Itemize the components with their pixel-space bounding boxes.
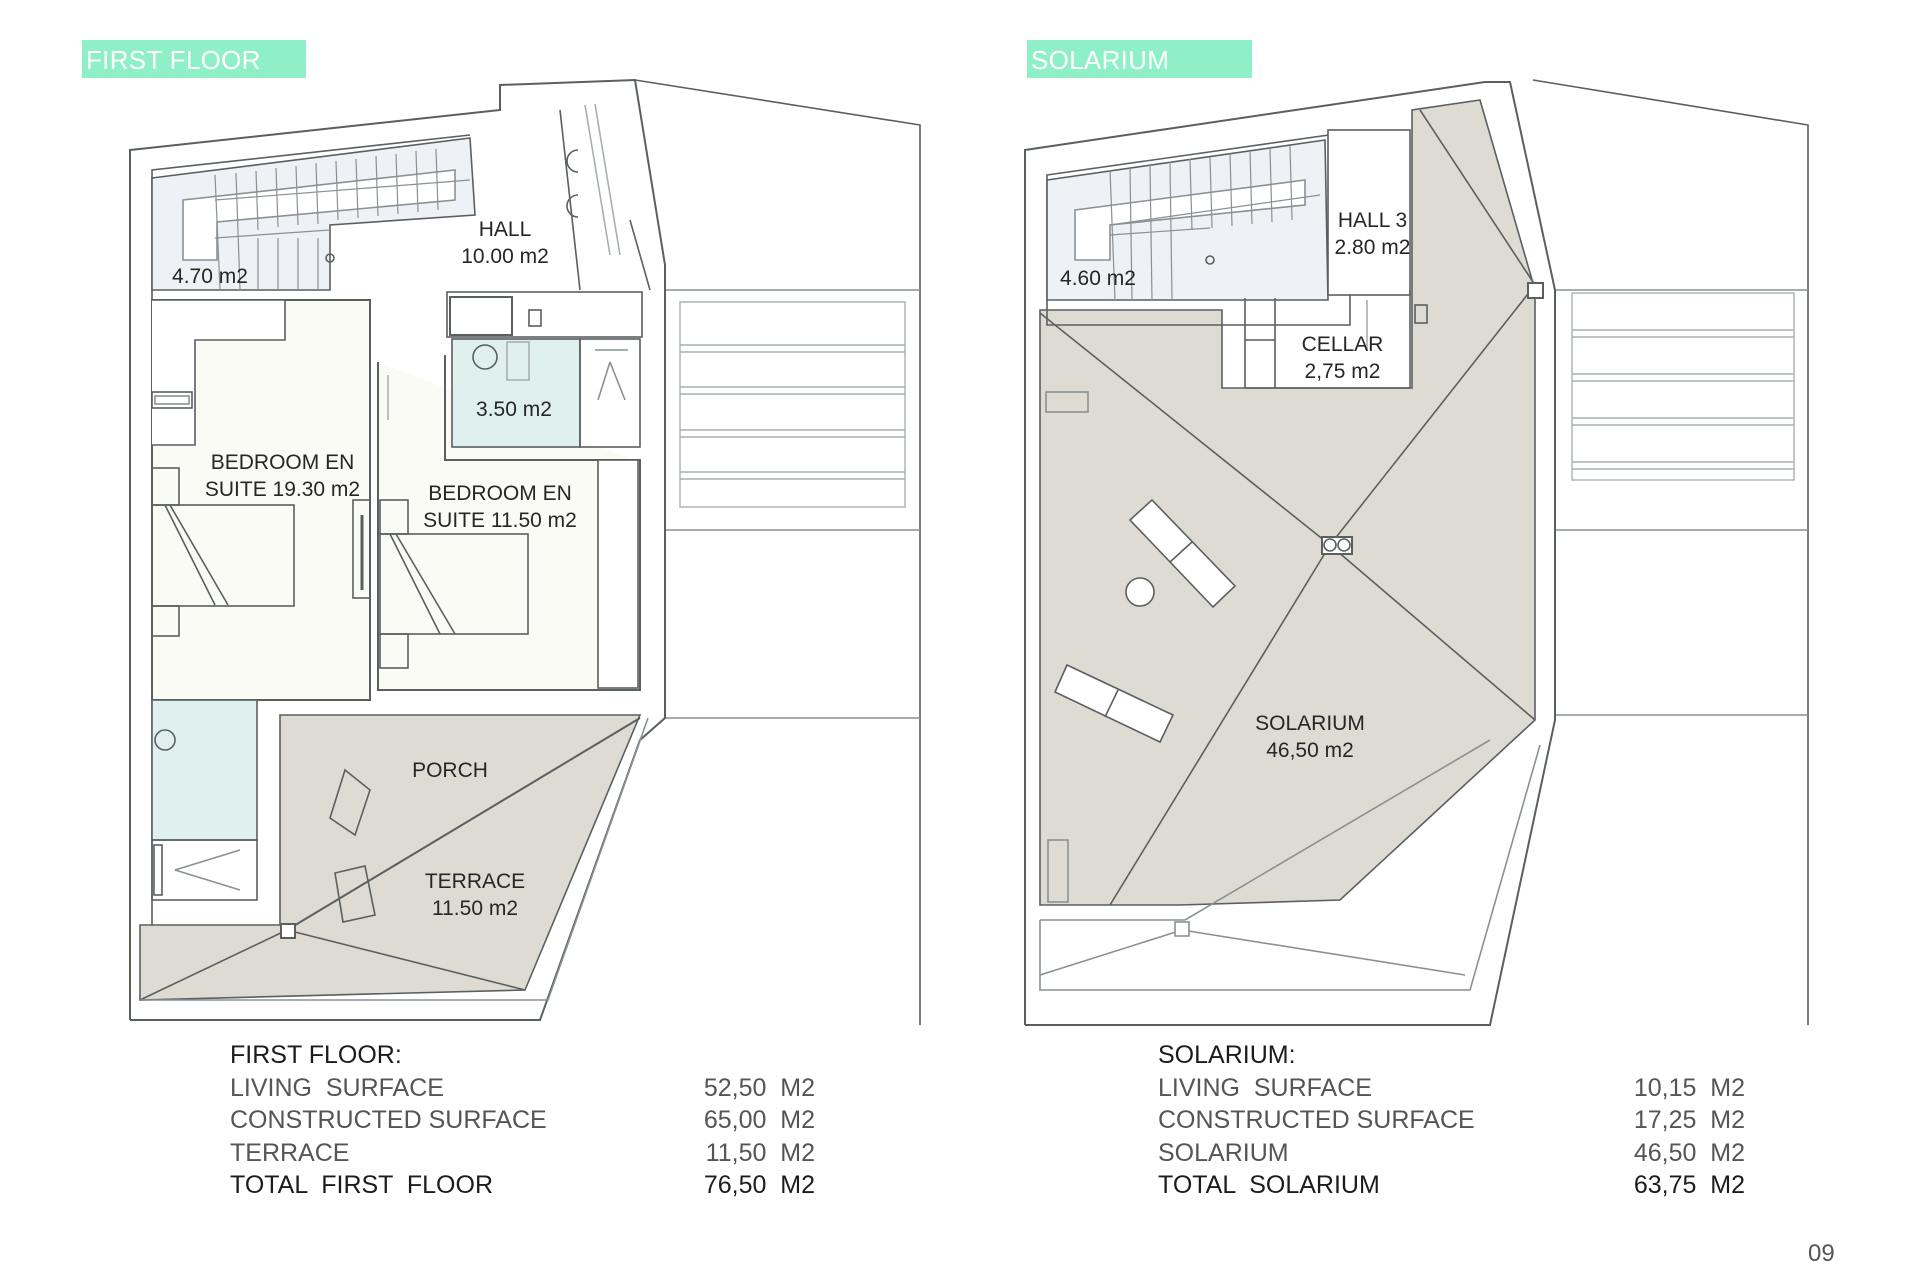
bedroom1-label-line1: BEDROOM EN bbox=[210, 451, 355, 474]
hall-name-label: HALL bbox=[478, 218, 532, 241]
solarium-badge: SOLARIUM bbox=[1027, 40, 1252, 78]
terrace-name-label: TERRACE bbox=[424, 870, 526, 893]
first-floor-summary: FIRST FLOOR: LIVING SURFACE 52,50 M2 CON… bbox=[230, 1039, 815, 1202]
summary-value: 65,00 M2 bbox=[703, 1106, 815, 1134]
first-floor-badge: FIRST FLOOR bbox=[82, 40, 306, 78]
summary-total-row: TOTAL FIRST FLOOR 76,50 M2 bbox=[230, 1169, 815, 1202]
summary-label: LIVING SURFACE bbox=[1158, 1073, 1372, 1102]
summary-total-row: TOTAL SOLARIUM 63,75 M2 bbox=[1158, 1169, 1745, 1202]
solarium-plan bbox=[1024, 79, 1809, 1026]
first-floor-summary-title: FIRST FLOOR: bbox=[230, 1041, 402, 1069]
summary-label: TERRACE bbox=[230, 1138, 350, 1167]
page-number: 09 bbox=[1808, 1240, 1835, 1267]
summary-row: TERRACE 11,50 M2 bbox=[230, 1137, 815, 1170]
solarium-summary-title: SOLARIUM: bbox=[1158, 1041, 1296, 1069]
summary-label: LIVING SURFACE bbox=[230, 1073, 444, 1102]
bathroom-area-label: 3.50 m2 bbox=[476, 398, 552, 421]
summary-row: LIVING SURFACE 52,50 M2 bbox=[230, 1072, 815, 1105]
summary-value: 17,25 M2 bbox=[1633, 1106, 1745, 1134]
summary-total-label: TOTAL SOLARIUM bbox=[1158, 1171, 1380, 1199]
hall-area-label: 10.00 m2 bbox=[461, 245, 549, 268]
summary-value: 52,50 M2 bbox=[703, 1073, 815, 1102]
summary-label: SOLARIUM bbox=[1158, 1138, 1289, 1167]
porch-label: PORCH bbox=[412, 759, 488, 782]
hall3-name-label: HALL 3 bbox=[1337, 209, 1408, 232]
solarium-stair-area-label: 4.60 m2 bbox=[1060, 267, 1136, 290]
summary-row: CONSTRUCTED SURFACE 65,00 M2 bbox=[230, 1104, 815, 1137]
summary-label: CONSTRUCTED SURFACE bbox=[230, 1106, 547, 1134]
summary-row: CONSTRUCTED SURFACE 17,25 M2 bbox=[1158, 1104, 1745, 1137]
cellar-name-label: CELLAR bbox=[1301, 333, 1384, 356]
summary-value: 10,15 M2 bbox=[1633, 1073, 1745, 1102]
summary-total-value: 63,75 M2 bbox=[1633, 1171, 1745, 1199]
solarium-name-label: SOLARIUM bbox=[1255, 712, 1365, 735]
solarium-summary: SOLARIUM: LIVING SURFACE 10,15 M2 CONSTR… bbox=[1158, 1039, 1745, 1202]
summary-row: SOLARIUM 46,50 M2 bbox=[1158, 1137, 1745, 1170]
summary-total-value: 76,50 M2 bbox=[703, 1171, 815, 1199]
summary-row: LIVING SURFACE 10,15 M2 bbox=[1158, 1072, 1745, 1105]
terrace-area-label: 11.50 m2 bbox=[432, 897, 518, 920]
bedroom2-label-line1: BEDROOM EN bbox=[428, 482, 572, 505]
stair-area-label: 4.70 m2 bbox=[172, 265, 248, 288]
bedroom2-label-line2: SUITE 11.50 m2 bbox=[423, 509, 577, 532]
solarium-area-label: 46,50 m2 bbox=[1266, 739, 1354, 762]
bedroom1-label-line2: SUITE 19.30 m2 bbox=[204, 478, 361, 501]
hall3-area-label: 2.80 m2 bbox=[1334, 236, 1411, 259]
first-floor-plan bbox=[129, 78, 921, 1025]
summary-value: 46,50 M2 bbox=[1633, 1138, 1745, 1167]
cellar-area-label: 2,75 m2 bbox=[1304, 360, 1381, 383]
summary-total-label: TOTAL FIRST FLOOR bbox=[230, 1171, 494, 1199]
summary-value: 11,50 M2 bbox=[705, 1138, 815, 1167]
summary-label: CONSTRUCTED SURFACE bbox=[1158, 1106, 1475, 1134]
